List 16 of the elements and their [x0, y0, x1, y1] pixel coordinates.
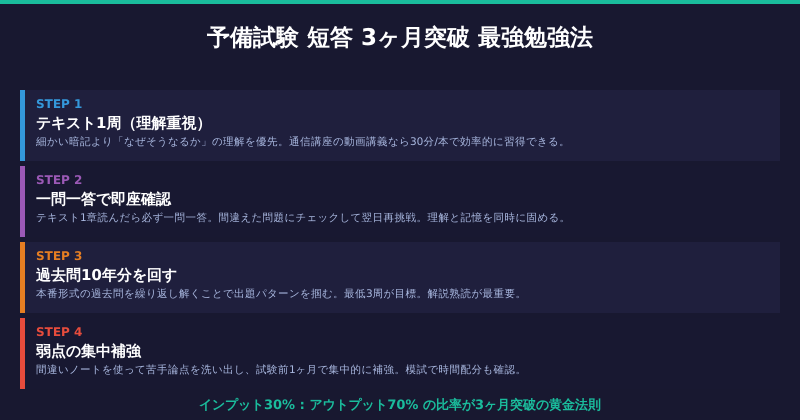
step-description: テキスト1章読んだら必ず一問一答。間違えた問題にチェックして翌日再挑戦。理解と記憶を同時に固める。	[36, 211, 572, 226]
step-heading: 弱点の集中補強	[36, 341, 142, 362]
step-number: STEP 2	[36, 172, 84, 189]
step-number: STEP 4	[36, 324, 84, 341]
step-card	[20, 242, 780, 313]
step-number: STEP 1	[36, 96, 84, 113]
step-number: STEP 3	[36, 248, 84, 265]
step-heading: 一問一答で即座確認	[36, 189, 172, 210]
step-description: 間違いノートを使って苦手論点を洗い出し、試験前1ヶ月で集中的に補強。模試で時間配分も確認。	[36, 363, 528, 378]
step-description: 本番形式の過去問を繰り返し解くことで出題パターンを掴む。最低3周が目標。解説熟読が最重要。	[36, 287, 528, 302]
step-heading: 過去問10年分を回す	[36, 265, 178, 286]
title: 予備試験 短答 3ヶ月突破 最強勉強法	[206, 24, 594, 53]
step-card	[20, 90, 780, 161]
step-description: 細かい暗記より「なぜそうなるか」の理解を優先。通信講座の動画講義なら30分/本で効率的に習得できる。	[36, 135, 571, 150]
summary-note: インプット30% : アウトプット70% の比率が3ヶ月突破の黄金法則	[198, 396, 602, 414]
step-heading: テキスト1周（理解重視）	[36, 113, 212, 134]
